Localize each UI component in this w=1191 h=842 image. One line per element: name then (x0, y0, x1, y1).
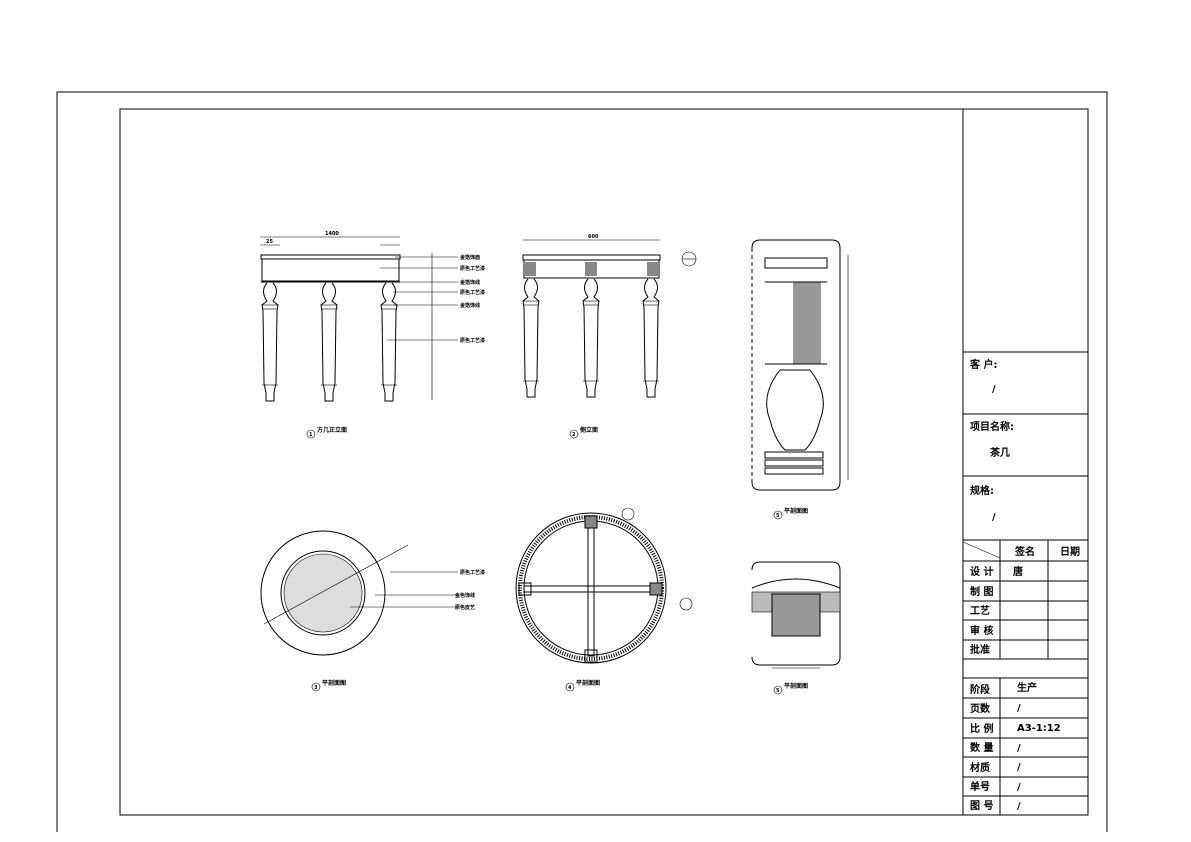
callout-label: 原色皮艺 (455, 604, 475, 611)
callout-label: 原色工艺漆 (460, 265, 485, 272)
info-label: 比 例 (970, 722, 993, 735)
info-value: / (1017, 703, 1021, 714)
project-label: 项目名称: (970, 420, 1014, 433)
callout-label: 金色饰线 (454, 592, 475, 599)
front-elevation-view: 1400 25 金箔饰面 原色工艺漆 金箔饰线 原色工艺漆 金箔饰线 原色工艺漆… (260, 231, 485, 439)
view-caption: 平剖面图 (784, 507, 808, 515)
view-caption: 方几正立面 (317, 426, 347, 434)
table-leg (320, 282, 338, 402)
view-number: 1 (309, 432, 313, 438)
view-number: 2 (572, 432, 576, 438)
callout-label: 原色工艺漆 (460, 337, 485, 344)
role-label: 审 核 (970, 624, 993, 637)
title-block: 客 户: / 项目名称: 茶几 规格: / 签名 日期 设 计 唐 制 图 工艺… (962, 109, 1088, 815)
table-leg (522, 278, 540, 398)
view-caption: 平剖面图 (322, 679, 346, 687)
width-dimension: 600 (588, 234, 599, 240)
frame-plan-view: 4 平剖面图 (515, 507, 693, 692)
info-value: A3-1:12 (1017, 723, 1061, 734)
inner-border (119, 108, 1089, 816)
callout-label: 原色工艺漆 (460, 289, 485, 296)
role-sign: 唐 (1013, 565, 1023, 578)
date-header: 日期 (1060, 545, 1080, 558)
table-leg (261, 282, 279, 402)
callout-label: 金箔饰线 (459, 279, 480, 286)
side-elevation-view: 600 2 侧立面 (522, 234, 697, 439)
callout-label: 金箔饰线 (459, 302, 480, 309)
info-value: / (1017, 782, 1021, 793)
view-number: 5 (776, 688, 780, 694)
role-label: 工艺 (970, 604, 990, 617)
info-label: 材质 (970, 761, 990, 774)
info-value: / (1017, 743, 1021, 754)
info-label: 阶段 (970, 683, 990, 696)
top-plan-view: 原色工艺漆 金色饰线 原色皮艺 3 平剖面图 (260, 530, 485, 692)
info-label: 数 量 (970, 741, 993, 754)
sign-header: 签名 (1014, 545, 1035, 558)
role-label: 制 图 (970, 585, 993, 598)
info-label: 单号 (970, 780, 990, 793)
detail-section-view: 5 平剖面图 (751, 561, 841, 695)
client-label: 客 户: (969, 358, 997, 371)
side-dimension: 25 (266, 239, 273, 245)
spec-value: / (992, 512, 996, 523)
callout-label: 原色工艺漆 (460, 569, 485, 576)
role-label: 设 计 (970, 565, 993, 578)
width-dimension: 1400 (325, 231, 339, 237)
view-number: 4 (568, 685, 572, 691)
table-leg (642, 278, 660, 398)
view-caption: 平剖面图 (576, 679, 600, 687)
role-label: 批准 (970, 643, 990, 656)
callout-label: 金箔饰面 (459, 254, 480, 261)
project-value: 茶几 (989, 446, 1010, 459)
view-caption: 侧立面 (580, 426, 598, 434)
spec-label: 规格: (970, 484, 994, 497)
view-number: 3 (314, 685, 318, 691)
info-value: 生产 (1017, 681, 1037, 694)
info-value: / (1017, 762, 1021, 773)
outer-frame (56, 91, 1108, 832)
table-leg (380, 282, 398, 402)
view-caption: 平剖面图 (784, 682, 808, 690)
leg-section-view: 5 平剖面图 (751, 239, 849, 520)
info-value: / (1017, 801, 1021, 812)
table-leg (582, 278, 600, 398)
view-number: 5 (776, 513, 780, 519)
info-label: 图 号 (970, 800, 993, 812)
info-label: 页数 (970, 702, 991, 715)
client-value: / (992, 384, 996, 395)
